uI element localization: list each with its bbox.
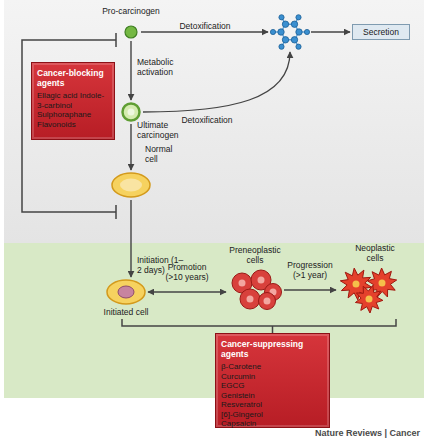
arrow-label: Detoxification (172, 115, 242, 125)
molecule-atom (278, 29, 284, 35)
cell-nucleus (258, 277, 265, 284)
pro-carcinogen-circle: Pro-carcinogen (124, 25, 138, 39)
arrow-connector (130, 41, 131, 100)
molecule-atom (279, 44, 284, 49)
cell-nucleus (379, 280, 386, 287)
cell-nucleus (264, 298, 271, 305)
molecule-atom (296, 29, 302, 35)
carcinogenesis-band (4, 243, 424, 398)
carcinogen-core (128, 109, 135, 116)
box-heading: Cancer-blocking agents (37, 68, 111, 88)
metabolism-panel (4, 0, 424, 243)
cell-nucleus (239, 280, 246, 287)
normal-cell: Normal cell (111, 172, 151, 198)
cell-body (107, 280, 145, 304)
agent-list: β-Carotene Curcumin EGCG Genistein Resve… (221, 362, 273, 429)
molecule-atom (282, 21, 288, 27)
pro-carcinogen-body (125, 26, 137, 38)
normal-shape (111, 172, 151, 198)
molecule-bonds (273, 17, 307, 46)
cell-highlight (120, 179, 142, 192)
carcinogen-body (123, 104, 140, 121)
ult-shape (121, 102, 141, 122)
pro-shape (124, 25, 138, 39)
detox-arrow (141, 31, 268, 32)
secretion-box: Secretion (352, 24, 410, 40)
box-heading: Cancer-suppressing agents (221, 339, 321, 359)
molecule-atom (291, 21, 297, 27)
agent-box: Cancer-blocking agentsEllagic acid Indol… (31, 62, 115, 140)
node-label: Ultimate carcinogen (137, 120, 187, 140)
arrow-connector (130, 124, 131, 170)
cell-body (112, 173, 150, 197)
molecule-atom (279, 15, 284, 20)
agent-box: Cancer-suppressing agents β-Carotene Curc… (215, 333, 330, 428)
agent-list: Ellagic acid Indole-3-carbinol Sulphorap… (37, 91, 105, 129)
molecule-atom (304, 29, 309, 34)
preneoplastic-cell (259, 293, 276, 310)
molecule-atom (296, 15, 301, 20)
neo-shape (338, 266, 400, 312)
node-label: Normal cell (145, 144, 181, 164)
cell-nucleus (353, 281, 360, 288)
suppressing-bracket (122, 319, 396, 333)
arrow-connector (284, 289, 336, 290)
node-label: Neoplastic cells (350, 243, 400, 263)
arrow-label: Detoxification (170, 21, 240, 31)
secretion-arrow (311, 31, 350, 32)
node-label: Pro-carcinogen (96, 6, 166, 16)
pre-shape (228, 270, 282, 310)
edge-label: Progression (>1 year) (285, 260, 335, 280)
preneoplastic-cell (240, 289, 260, 309)
neoplastic-cell (355, 286, 383, 314)
molecule-atom (291, 37, 297, 43)
preneoplastic-cells: Preneoplastic cells (228, 270, 282, 310)
initiated-cell: Initiated cell (106, 279, 146, 305)
cell-nucleus (247, 296, 254, 303)
init-shape (106, 279, 146, 305)
cell-nucleus (366, 296, 373, 303)
cell-nucleus (118, 286, 134, 298)
blocking-bracket (22, 33, 116, 219)
neoplastic-cells: Neoplastic cells (338, 266, 400, 312)
journal-credit: Nature Reviews | Cancer (250, 428, 420, 438)
molecule-atom (296, 44, 301, 49)
node-label: Preneoplastic cells (224, 245, 286, 265)
arrow-connector (148, 291, 226, 292)
ultimate-carcinogen-circle: Ultimate carcinogen (121, 102, 141, 122)
edge-label: Promotion (>10 years) (162, 262, 212, 282)
arrow-connector (130, 200, 131, 277)
edge-label: Metabolic activation (137, 57, 185, 77)
box-label: Secretion (353, 25, 409, 39)
molecule-atom (282, 37, 288, 43)
node-label: Initiated cell (96, 307, 156, 317)
molecule-atoms (270, 15, 309, 50)
molecule-atom (270, 29, 275, 34)
